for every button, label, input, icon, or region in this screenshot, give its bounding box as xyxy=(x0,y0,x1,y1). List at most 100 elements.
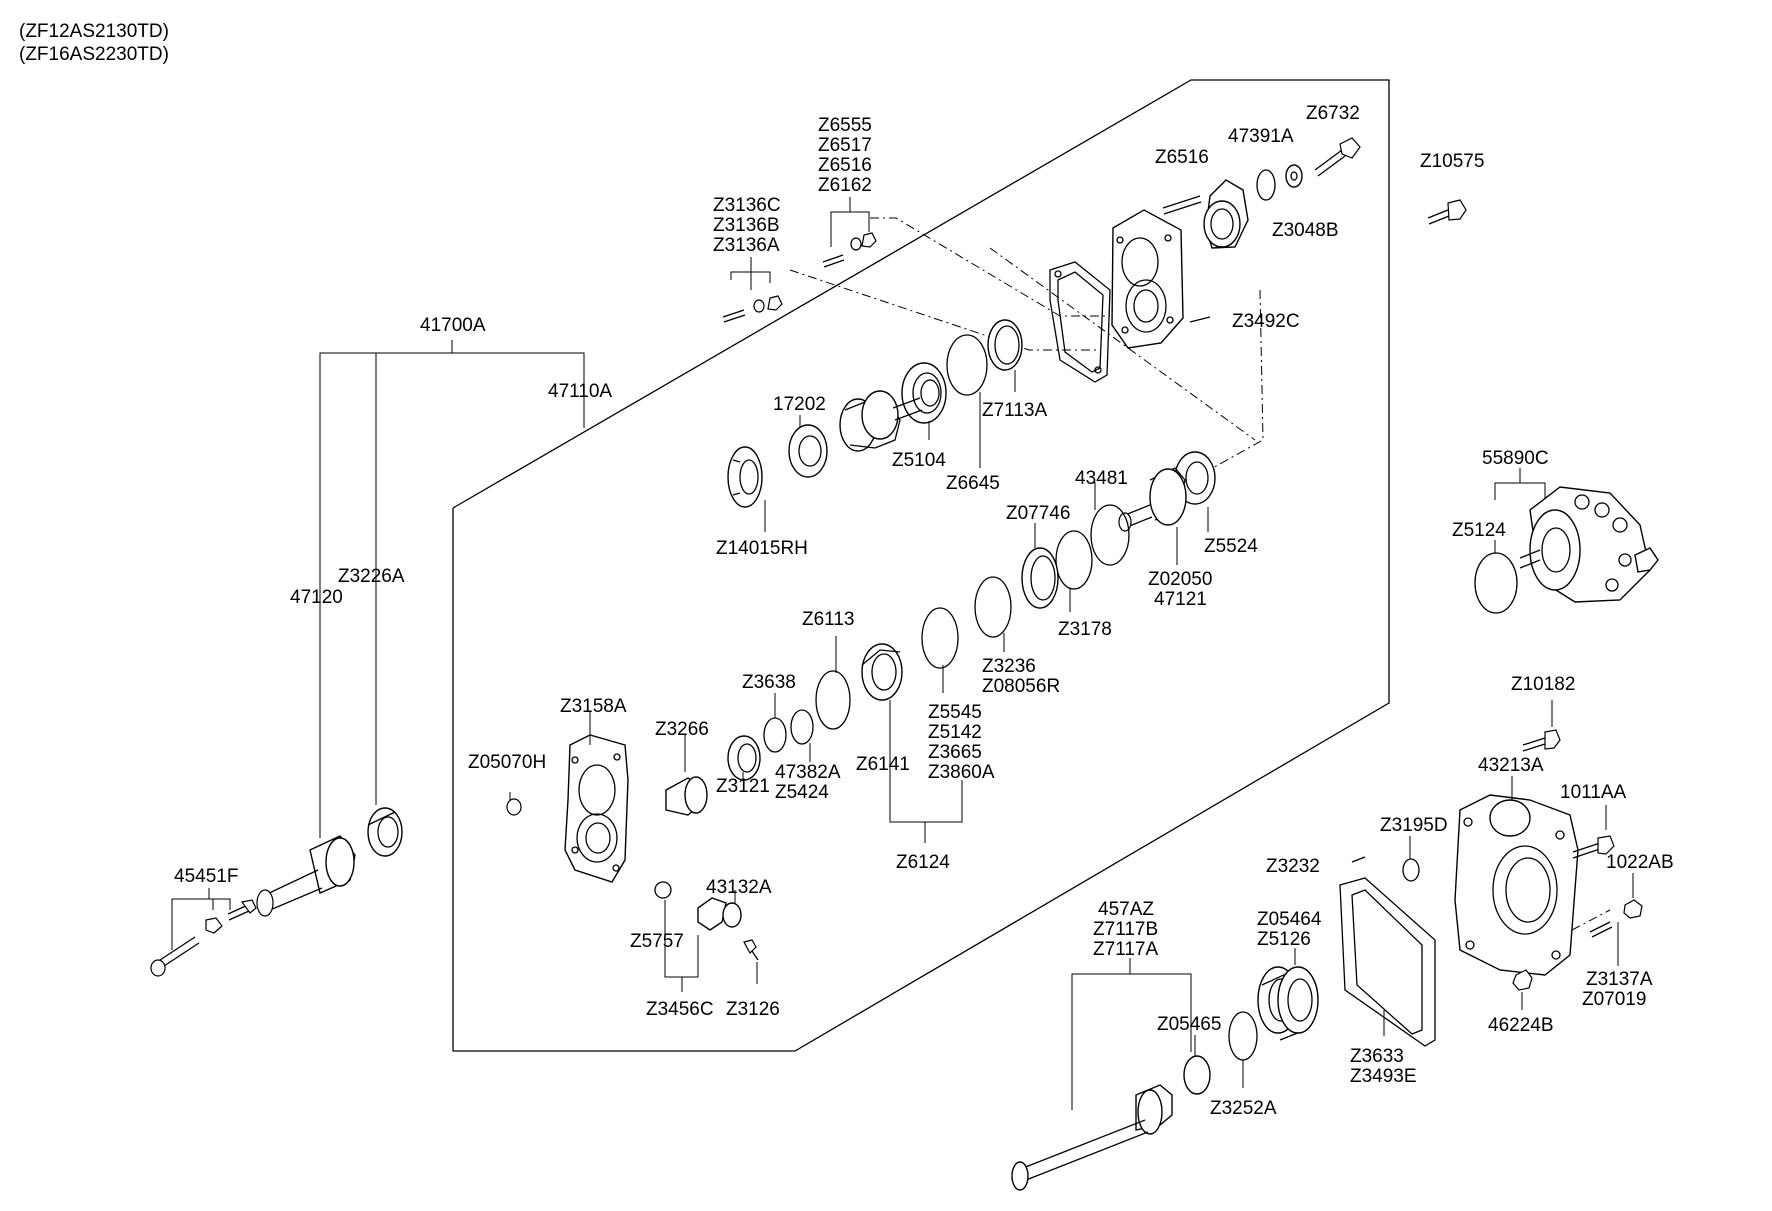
pin-z3232 xyxy=(1351,856,1366,863)
label-457az: 457AZ xyxy=(1098,899,1154,920)
label-z07019: Z07019 xyxy=(1582,989,1646,1010)
stud-z6516 xyxy=(1162,195,1202,215)
label-z3665: Z3665 xyxy=(928,742,982,763)
label-47382a: 47382A xyxy=(775,762,841,783)
label-z6555: Z6555 xyxy=(818,115,872,136)
model-label-2: (ZF16AS2230TD) xyxy=(19,44,169,65)
label-z3121: Z3121 xyxy=(716,776,770,797)
ring-z5545 xyxy=(921,607,959,669)
flange-bearing-cap xyxy=(1203,179,1249,249)
stud-z3137a xyxy=(1589,921,1613,938)
label-z02050: Z02050 xyxy=(1148,569,1212,590)
sensor-43132a xyxy=(697,897,742,931)
label-z3136c: Z3136C xyxy=(713,195,781,216)
ring-47382a xyxy=(790,709,814,745)
label-z5142: Z5142 xyxy=(928,722,982,743)
label-z7117a: Z7117A xyxy=(1093,939,1158,960)
bolt-z6732 xyxy=(1314,137,1361,177)
label-47121: 47121 xyxy=(1154,589,1207,610)
label-z6516: Z6516 xyxy=(1155,147,1209,168)
shaft-47120 xyxy=(256,835,356,917)
label-z05070h: Z05070H xyxy=(468,752,546,773)
label-z6516-top: Z6516 xyxy=(818,155,872,176)
label-43481: 43481 xyxy=(1075,468,1128,489)
gasket-z3633 xyxy=(1339,877,1436,1047)
housing-z3158a xyxy=(564,734,629,883)
bearing-z5104 xyxy=(901,362,947,424)
label-z3456c: Z3456C xyxy=(646,999,714,1020)
nut-46224b xyxy=(1512,969,1533,991)
gasket xyxy=(1049,261,1111,383)
label-45451f: 45451F xyxy=(174,866,238,887)
bearing-z3226a xyxy=(367,807,403,857)
label-z08056r: Z08056R xyxy=(982,676,1060,697)
label-z3195d: Z3195D xyxy=(1380,815,1448,836)
label-z7113a: Z7113A xyxy=(982,400,1047,421)
plug-z05070h xyxy=(506,798,522,816)
bearing-z5126 xyxy=(1257,966,1319,1041)
label-z6645: Z6645 xyxy=(946,473,1000,494)
o-ring-z5124 xyxy=(1474,552,1518,614)
plug-z3266 xyxy=(665,776,708,816)
label-z3048b: Z3048B xyxy=(1272,220,1339,241)
part-labels: Z6555 Z6517 Z6516 Z6162 Z3136C Z3136B Z3… xyxy=(174,103,1674,1119)
label-z3136b: Z3136B xyxy=(713,215,780,236)
label-z5124: Z5124 xyxy=(1452,520,1506,541)
ring-z3236 xyxy=(974,576,1012,638)
cover-43213a xyxy=(1454,794,1579,976)
label-z10182: Z10182 xyxy=(1511,674,1575,695)
label-43132a: 43132A xyxy=(706,877,772,898)
label-47110a: 47110A xyxy=(548,381,612,402)
label-55890c: 55890C xyxy=(1482,448,1549,469)
label-z3266: Z3266 xyxy=(655,719,709,740)
label-z14015rh: Z14015RH xyxy=(716,538,808,559)
bushing-z3121 xyxy=(727,735,761,781)
label-z3638: Z3638 xyxy=(742,672,796,693)
label-z3232: Z3232 xyxy=(1266,856,1320,877)
bolt-45451f xyxy=(150,899,257,977)
label-43213a: 43213A xyxy=(1478,755,1544,776)
bolt-1011aa xyxy=(1572,835,1615,859)
o-ring-43481 xyxy=(1090,504,1130,566)
label-z3226a: Z3226A xyxy=(338,566,405,587)
o-ring-z6645 xyxy=(946,334,988,396)
label-z5424: Z5424 xyxy=(775,782,829,803)
ring-z3195d xyxy=(1402,858,1420,882)
sleeve-z6141 xyxy=(861,643,903,701)
label-41700a: 41700A xyxy=(420,315,486,336)
label-z5757: Z5757 xyxy=(630,931,684,952)
label-z3493e: Z3493E xyxy=(1350,1066,1417,1087)
bolt-z10182 xyxy=(1522,729,1561,752)
nut-1022ab xyxy=(1623,899,1643,919)
label-47391a: 47391A xyxy=(1228,126,1294,147)
bolt-z10575 xyxy=(1427,199,1467,225)
synchro-ring-z07746 xyxy=(1021,547,1059,609)
label-z5524: Z5524 xyxy=(1204,536,1258,557)
pin-z3492c xyxy=(1189,316,1211,323)
label-17202: 17202 xyxy=(773,394,826,415)
label-1011aa: 1011AA xyxy=(1560,782,1627,803)
label-z3860a: Z3860A xyxy=(928,762,995,783)
label-z05465: Z05465 xyxy=(1157,1014,1221,1035)
ring-z3638 xyxy=(763,717,787,753)
label-1022ab: 1022AB xyxy=(1606,852,1674,873)
bush-z05465 xyxy=(1183,1055,1211,1095)
label-z05464: Z05464 xyxy=(1257,909,1322,930)
label-z3178: Z3178 xyxy=(1058,619,1112,640)
label-z6517: Z6517 xyxy=(818,135,872,156)
thrust-plate-z14015rh xyxy=(727,446,763,508)
gear-17202 xyxy=(839,390,923,452)
seal-z7113a xyxy=(987,319,1023,371)
o-ring-z5757 xyxy=(654,881,672,899)
label-z10575: Z10575 xyxy=(1420,151,1484,172)
pump-55890c xyxy=(1519,486,1659,603)
label-z3158a: Z3158A xyxy=(560,696,627,717)
label-z07746: Z07746 xyxy=(1006,503,1070,524)
stud-z6555 xyxy=(822,232,877,268)
label-z3136a: Z3136A xyxy=(713,235,780,256)
gear-47121 xyxy=(1118,451,1216,532)
label-z3236: Z3236 xyxy=(982,656,1036,677)
label-z6162: Z6162 xyxy=(818,175,872,196)
model-label-1: (ZF12AS2130TD) xyxy=(19,21,169,42)
